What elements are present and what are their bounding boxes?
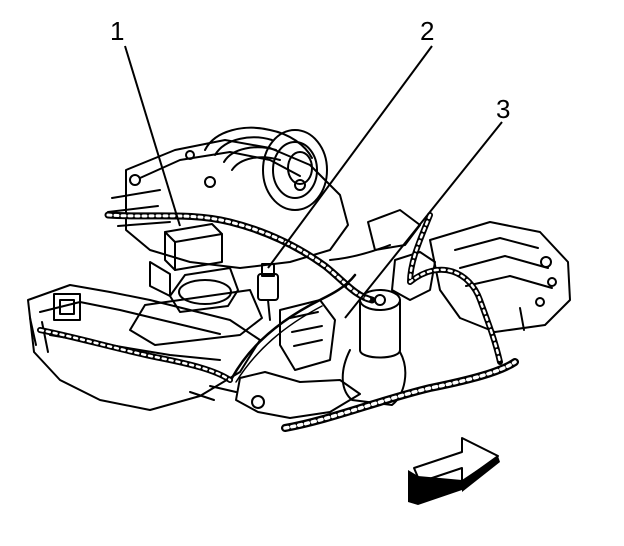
wiring-harness-lower <box>281 358 519 432</box>
leader-line-2 <box>267 45 433 269</box>
intake-manifold <box>107 126 349 269</box>
alternator <box>367 209 571 333</box>
engine-base <box>27 284 261 411</box>
leader-lines <box>124 45 503 319</box>
component-1-module <box>129 223 263 346</box>
callout-label-1: 1 <box>110 16 125 46</box>
wiring-harness-upper <box>104 211 376 304</box>
forward-arrow-icon <box>408 437 500 505</box>
callout-label-2: 2 <box>420 16 435 46</box>
wiring-harness-left <box>37 327 233 383</box>
leader-line-1 <box>124 45 181 227</box>
callout-label-3: 3 <box>496 94 511 124</box>
component-2-connector <box>257 263 279 321</box>
wiring-harness-right <box>407 212 503 365</box>
leader-line-3 <box>344 121 503 319</box>
component-3-sensor <box>279 289 407 406</box>
